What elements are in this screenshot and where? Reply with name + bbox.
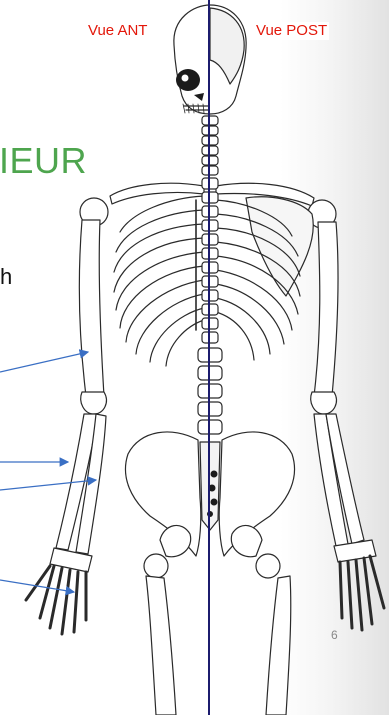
arrow-humerus: [0, 352, 88, 372]
right-arm: [311, 222, 384, 630]
posterior-view-label: Vue POST: [254, 22, 329, 40]
anterior-view-label: Vue ANT: [86, 22, 149, 40]
left-arm: [26, 220, 106, 634]
arrow-phalanges: [0, 580, 74, 592]
skull: [174, 5, 246, 114]
body-text-fragment: h: [0, 264, 12, 290]
rib-cage-anterior: [114, 196, 204, 366]
page-number: 6: [331, 628, 338, 642]
femurs: [146, 576, 291, 715]
slide-title-fragment: IEUR: [0, 140, 87, 182]
